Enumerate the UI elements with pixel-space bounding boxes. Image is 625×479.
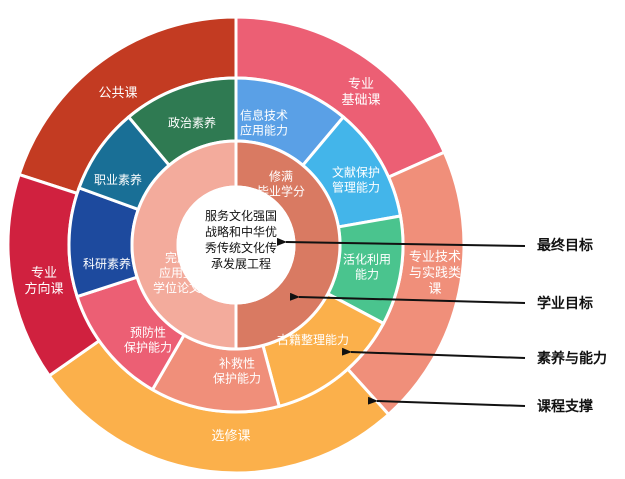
annotation-arrow-academic (289, 292, 526, 304)
outer-label-elective: 选修课 (211, 429, 250, 444)
outer-label-direction: 专业方向课 (24, 266, 63, 297)
annotation-arrow-final (276, 237, 526, 247)
middle-label-research: 科研素养 (83, 256, 131, 271)
inner-label-thesis: 完成应用型学位论文 (153, 250, 201, 295)
center-circle (176, 185, 296, 305)
outer-label-basic: 专业基础课 (341, 77, 380, 108)
middle-label-ancient: 古籍整理能力 (277, 332, 349, 347)
annotation-label-literacy: 素养与能力 (537, 350, 607, 367)
middle-label-preventive: 预防性保护能力 (124, 325, 172, 355)
inner-label-credits: 修满毕业学分 (257, 169, 305, 199)
annotation-arrow-support (367, 396, 526, 407)
outer-label-public: 公共课 (98, 86, 137, 101)
annotation-arrow-literacy (341, 347, 526, 359)
outer-label-practice: 专业技术与实践类课 (409, 250, 461, 297)
middle-label-remedial: 补救性保护能力 (213, 356, 261, 386)
middle-label-infotech: 信息技术应用能力 (240, 108, 288, 138)
middle-label-utilize: 活化利用能力 (343, 253, 391, 282)
middle-label-career: 职业素养 (94, 172, 142, 187)
annotation-label-academic: 学业目标 (537, 295, 593, 312)
middle-label-politics: 政治素养 (168, 115, 216, 130)
annotation-label-final: 最终目标 (537, 237, 593, 254)
center-goal-text: 服务文化强国战略和中华优秀传统文化传承发展工程 (205, 208, 277, 271)
annotation-label-support: 课程支撑 (537, 398, 593, 415)
middle-label-protect: 文献保护管理能力 (332, 165, 380, 195)
